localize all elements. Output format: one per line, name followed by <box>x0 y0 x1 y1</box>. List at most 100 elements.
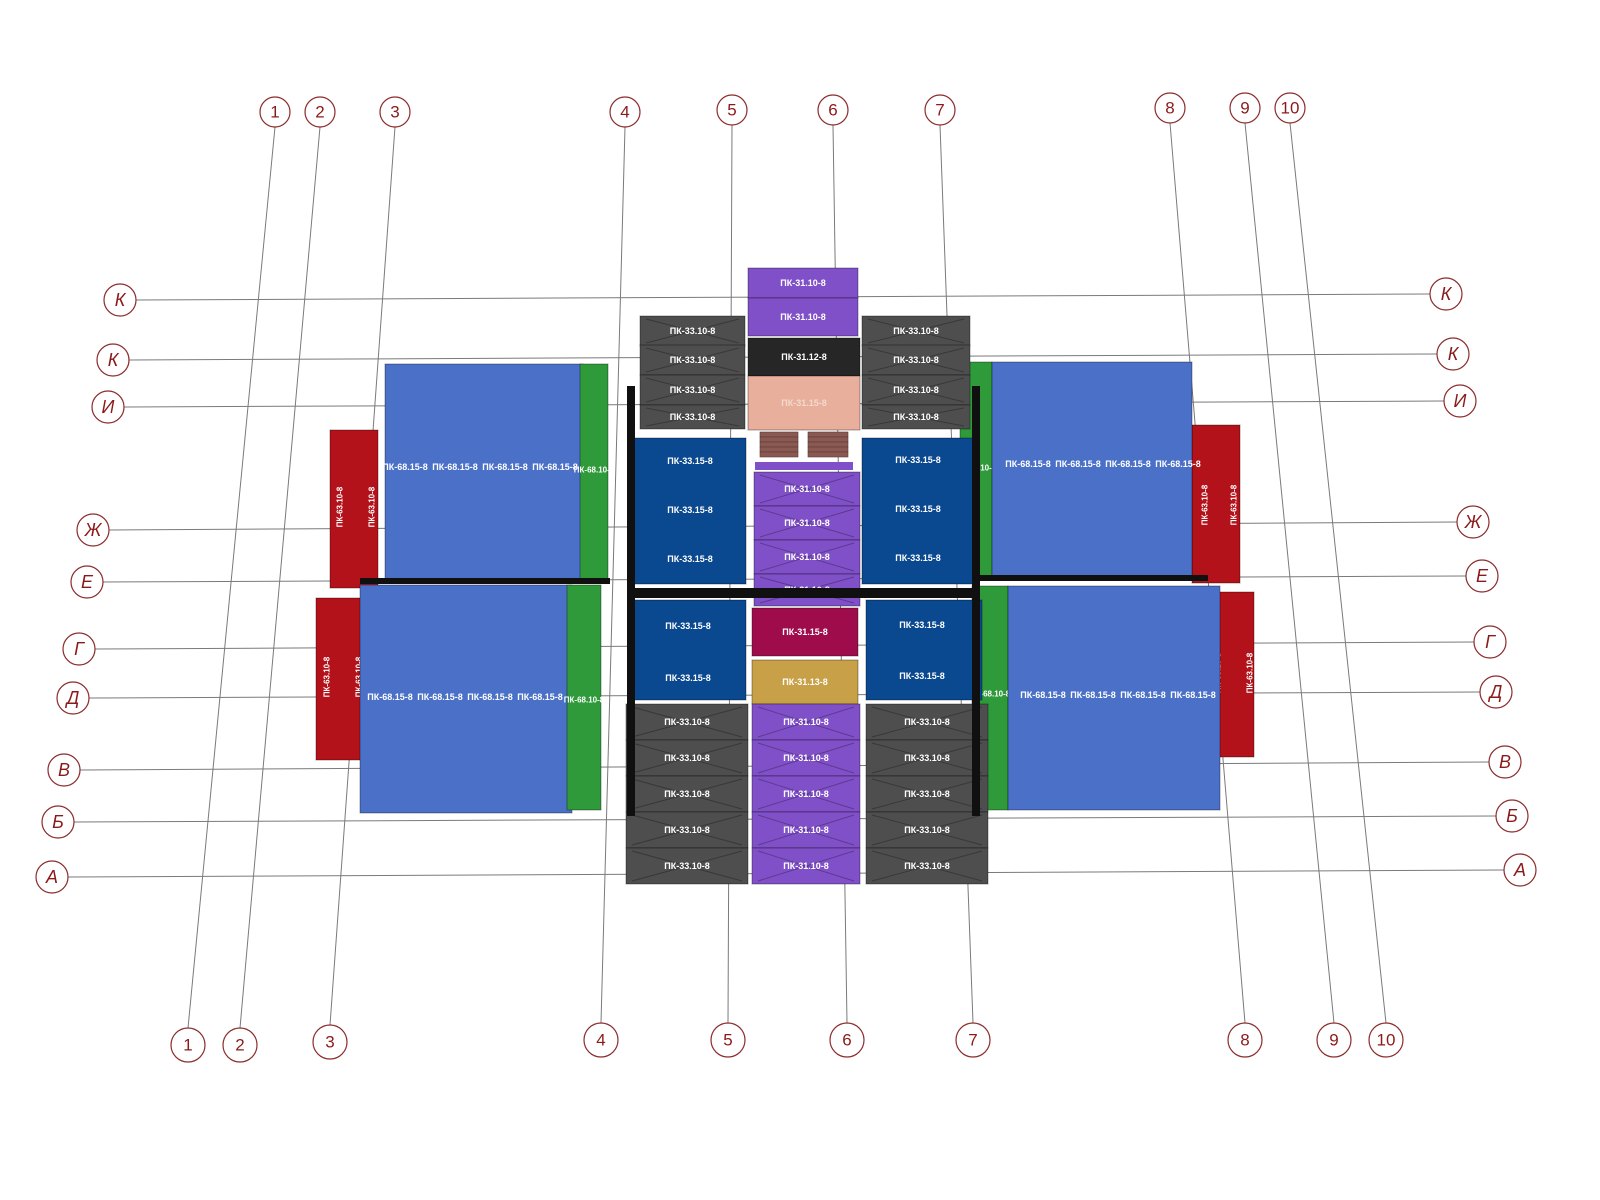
slab-mark-label: ПК-33.10-8 <box>670 326 715 336</box>
slab-mark-label: ПК-68.15-8 <box>1155 459 1200 469</box>
gray-slab: ПК-33.10-8 <box>625 739 749 777</box>
row-axis-bubble: А <box>35 860 69 894</box>
slab-mark-label: ПК-31.10-8 <box>784 552 829 562</box>
slab-mark-label: ПК-63.10-8 <box>1230 484 1239 525</box>
slab-mark-label: ПК-33.15-8 <box>665 621 710 631</box>
axis-bubble-circle <box>47 753 81 787</box>
column-axis-bubble: 4 <box>583 1022 619 1058</box>
purple-slab: ПК-31.10-8 <box>751 847 861 885</box>
slab-mark-label: ПК-33.15-8 <box>899 620 944 630</box>
axis-bubble-circle <box>62 632 96 666</box>
axis-bubble-label: 5 <box>723 1031 732 1050</box>
landing <box>755 462 853 470</box>
axis-bubble-circle <box>817 94 849 126</box>
axis-bubble-label: 2 <box>235 1036 244 1055</box>
column-axis-bubble: 8 <box>1154 92 1186 124</box>
axis-bubble-circle <box>91 390 125 424</box>
slab-mark-label: ПК-63.10-8 <box>355 656 364 697</box>
axis-bubble-label: К <box>1448 344 1460 364</box>
navy-slab-block <box>861 437 975 585</box>
purple-slab: ПК-31.10-8 <box>747 297 859 337</box>
axis-bubble-label: 3 <box>390 103 399 122</box>
blue-slab-block <box>991 361 1193 577</box>
axis-bubble-circle <box>716 94 748 126</box>
axis-bubble-circle <box>583 1022 619 1058</box>
slab-mark-label: ПК-68.15-8 <box>517 692 562 702</box>
axis-bubble-circle <box>1443 384 1477 418</box>
axis-bubble-circle <box>609 96 641 128</box>
row-axis-bubble: Ж <box>1456 505 1490 539</box>
slab-mark-label: ПК-68.15-8 <box>1170 690 1215 700</box>
axis-bubble-circle <box>1465 559 1499 593</box>
column-axis-bubble: 1 <box>259 96 291 128</box>
navy-slab-label: ПК-33.15-8 <box>895 455 940 465</box>
axis-bubble-label: 7 <box>935 101 944 120</box>
slab-mark-label: ПК-33.10-8 <box>904 789 949 799</box>
gray-slab: ПК-33.10-8 <box>639 315 746 347</box>
column-axis-bubble: 7 <box>924 94 956 126</box>
red-slab-block <box>1191 424 1241 584</box>
slab-mark-label: ПК-31.10-8 <box>783 753 828 763</box>
beam <box>360 578 610 584</box>
purple-slab: ПК-31.10-8 <box>751 703 861 741</box>
axis-bubble-circle <box>259 96 291 128</box>
axis-bubble-label: 4 <box>620 103 629 122</box>
column-axis-bubble: 1 <box>170 1027 206 1063</box>
axis-bubble-circle <box>312 1024 348 1060</box>
gray-slab: ПК-33.10-8 <box>639 344 746 376</box>
axis-bubble-circle <box>1154 92 1186 124</box>
axis-bubble-circle <box>170 1027 206 1063</box>
slab-mark-label: ПК-33.15-8 <box>895 504 940 514</box>
column-grid-line <box>1289 122 1387 1024</box>
axis-bubble-label: Б <box>1506 806 1518 826</box>
navy-slab-label: ПК-33.15-8 <box>895 504 940 514</box>
column-axis-bubble: 2 <box>304 96 336 128</box>
red-slab-label: ПК-63.10-8 <box>1201 484 1210 525</box>
axis-bubble-circle <box>76 513 110 547</box>
axis-bubble-circle <box>1316 1022 1352 1058</box>
row-axis-bubble: К <box>96 343 130 377</box>
slab-mark-label: ПК-63.10-8 <box>1246 652 1255 693</box>
column-axis-bubble: 10 <box>1274 92 1306 124</box>
column-axis-bubble: 10 <box>1368 1022 1404 1058</box>
slab-mark-label: ПК-33.10-8 <box>670 385 715 395</box>
gray-slab: ПК-33.10-8 <box>865 739 989 777</box>
slab-mark-label: ПК-68.15-8 <box>367 692 412 702</box>
row-axis-bubble: И <box>1443 384 1477 418</box>
red-slab-label: ПК-63.10-8 <box>1230 484 1239 525</box>
row-axis-bubble: Г <box>62 632 96 666</box>
wall <box>972 386 980 816</box>
slab-mark-label: ПК-33.15-8 <box>667 456 712 466</box>
axis-bubble-label: К <box>115 290 127 310</box>
gray-slab: ПК-33.10-8 <box>639 404 746 430</box>
axis-bubble-label: 3 <box>325 1033 334 1052</box>
gray-slab: ПК-33.10-8 <box>625 775 749 813</box>
slab-mark-label: ПК-63.10-8 <box>1201 484 1210 525</box>
navy-slab-block <box>865 599 983 701</box>
slab-mark-label: ПК-31.10-8 <box>783 789 828 799</box>
slab-mark-label: ПК-31.10-8 <box>780 278 825 288</box>
slab-mark-label: ПК-31.10-8 <box>784 484 829 494</box>
axis-bubble-label: К <box>1441 284 1453 304</box>
slab-mark-label: ПК-68.10-8 <box>564 696 605 705</box>
navy-slab-label: ПК-33.15-8 <box>899 620 944 630</box>
axis-bubble-circle <box>1368 1022 1404 1058</box>
slab-mark-label: ПК-68.15-8 <box>482 462 527 472</box>
axis-bubble-circle <box>710 1022 746 1058</box>
gray-slab: ПК-33.10-8 <box>639 374 746 406</box>
slab-mark-label: ПК-63.10-8 <box>368 486 377 527</box>
slab-mark-label: ПК-68.15-8 <box>1055 459 1100 469</box>
column-axis-bubble: 4 <box>609 96 641 128</box>
slab-mark-label: ПК-33.10-8 <box>664 825 709 835</box>
column-grid-line <box>239 126 321 1029</box>
navy-slab-label: ПК-33.15-8 <box>899 671 944 681</box>
slab-mark-label: ПК-33.10-8 <box>664 717 709 727</box>
axis-bubble-label: А <box>1513 860 1526 880</box>
slab-mark-label: ПК-33.10-8 <box>664 789 709 799</box>
row-axis-bubble: К <box>103 283 137 317</box>
slab-mark-label: ПК-33.15-8 <box>667 554 712 564</box>
slab-mark-label: ПК-33.10-8 <box>670 355 715 365</box>
purple-slab: ПК-31.10-8 <box>747 267 859 299</box>
axis-bubble-label: В <box>1499 752 1511 772</box>
